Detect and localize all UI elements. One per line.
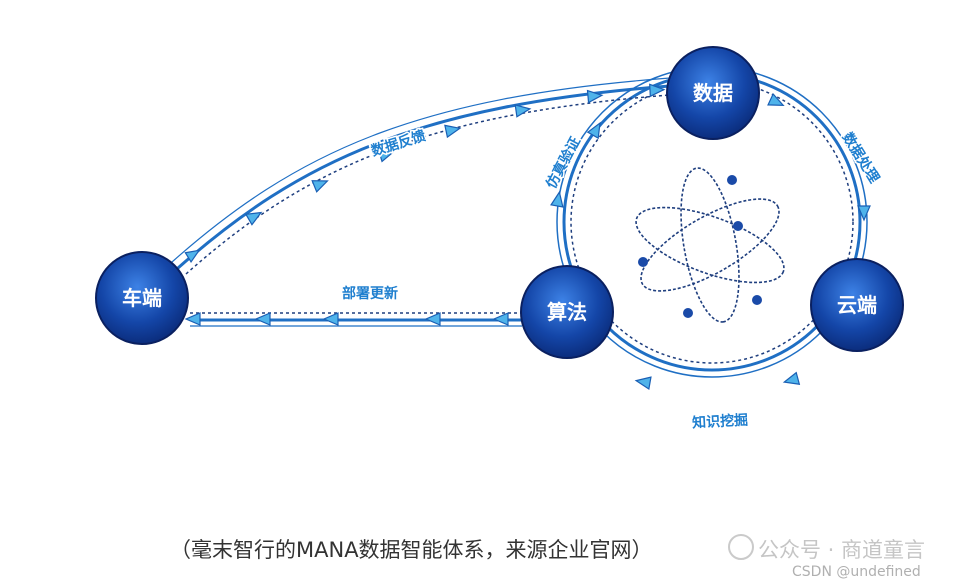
arrow-heads: [185, 84, 870, 389]
node-data: 数据: [667, 47, 759, 139]
node-algorithm: 算法: [521, 266, 613, 358]
csdn-watermark: CSDN @undefined: [792, 564, 921, 580]
node-data-label: 数据: [693, 81, 733, 105]
node-vehicle: 车端: [96, 252, 188, 344]
watermark-text: 公众号 · 商道童言: [758, 538, 925, 562]
deploy-path: [190, 313, 522, 326]
feedback-path: [172, 78, 670, 274]
node-cloud-label: 云端: [837, 293, 877, 317]
flow-label-knowledge-mining: 知识挖掘: [692, 412, 749, 432]
flow-label-data-feedback: 数据反馈: [369, 127, 428, 160]
wechat-icon: [728, 534, 754, 560]
figure-caption: （毫末智行的MANA数据智能体系，来源企业官网）: [170, 534, 653, 564]
node-vehicle-label: 车端: [122, 286, 162, 310]
atom-icon: [627, 164, 793, 327]
node-algorithm-label: 算法: [547, 300, 587, 324]
flow-label-deploy-update: 部署更新: [342, 285, 398, 302]
watermark: 公众号 · 商道童言: [728, 534, 925, 564]
node-cloud: 云端: [811, 259, 903, 351]
